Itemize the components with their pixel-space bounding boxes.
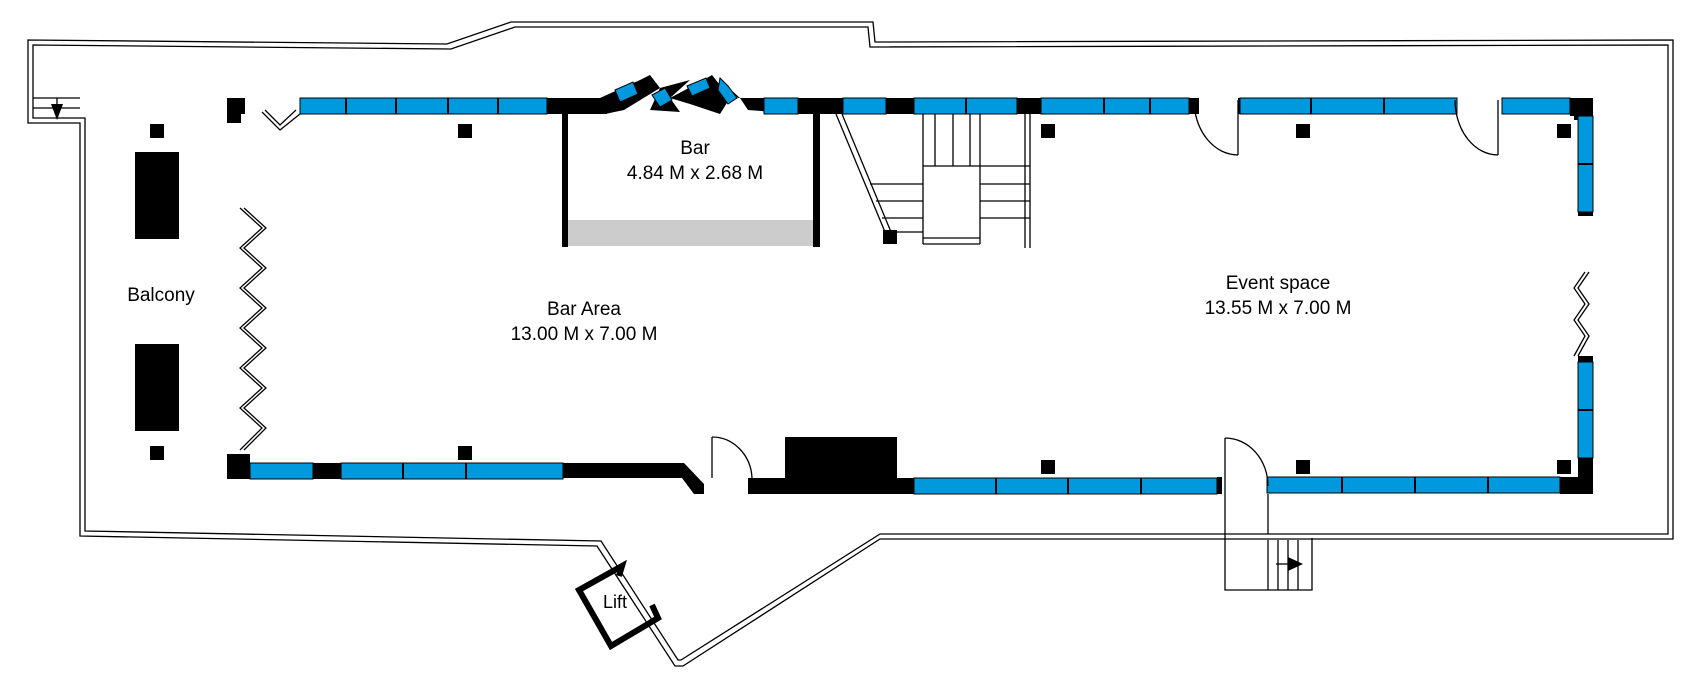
room-size: 4.84 M x 2.68 M [626, 163, 764, 184]
door [261, 109, 301, 131]
room-label-bar: Bar 4.84 M x 2.68 M [627, 136, 763, 186]
staircase [835, 113, 1031, 248]
walls [227, 75, 1593, 494]
room-name: Event space [1225, 273, 1331, 294]
room-size: 13.55 M x 7.00 M [1204, 298, 1352, 319]
folding-door [1573, 271, 1590, 357]
balcony-table [135, 152, 179, 239]
arrow-down-icon [51, 104, 63, 120]
room-label-bar-area: Bar Area 13.00 M x 7.00 M [511, 297, 658, 347]
room-label-event-space: Event space 13.55 M x 7.00 M [1205, 271, 1352, 321]
room-size: 13.00 M x 7.00 M [510, 324, 658, 345]
entrance-stair [1224, 534, 1313, 591]
balcony-stair [33, 97, 80, 120]
bar-counter [568, 220, 813, 246]
room-name: Bar [680, 138, 710, 159]
balcony-table [135, 344, 179, 431]
lift [574, 559, 662, 651]
columns [150, 124, 1571, 474]
window-mullions [345, 98, 1593, 494]
arrow-right-icon [1288, 557, 1303, 571]
room-label-balcony: Balcony [127, 283, 195, 308]
terrace-outline [27, 21, 1674, 667]
lift-label: Lift [603, 592, 628, 612]
terrace-outline-inner [32, 26, 1669, 661]
room-name: Bar Area [547, 299, 621, 320]
folding-door [239, 207, 267, 451]
room-name: Balcony [127, 285, 195, 306]
swing-doors [711, 99, 1499, 494]
terrace-outline-outer [27, 21, 1674, 667]
entrance-walls [1224, 494, 1269, 534]
windows [249, 76, 1594, 495]
